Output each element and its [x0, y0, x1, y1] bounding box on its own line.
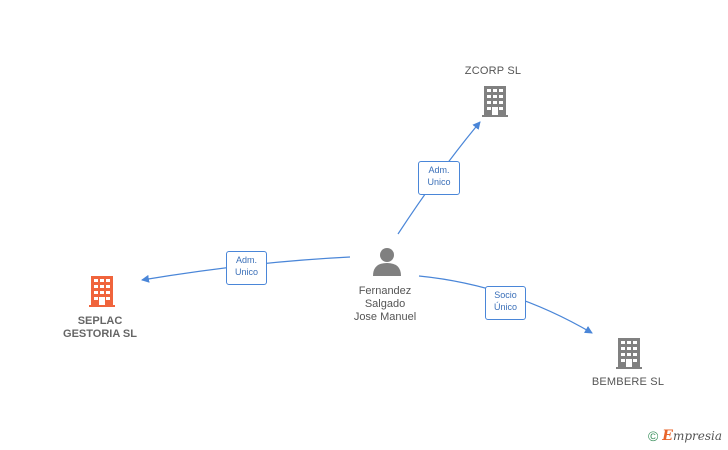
seplac-name-line-1: SEPLAC [77, 315, 123, 327]
edge-zcorp-line-2: Unico [427, 177, 451, 187]
node-label-zcorp[interactable]: ZCORP SL [464, 65, 522, 77]
brand-initial: E [662, 428, 673, 444]
person-name-line-3: Jose Manuel [353, 311, 417, 323]
person-icon[interactable] [373, 248, 401, 276]
edge-seplac-line-2: Unico [234, 267, 258, 277]
building-icon-seplac[interactable] [89, 276, 115, 307]
building-icon-bembere[interactable] [616, 338, 642, 369]
edge-bembere-line-1: Socio [494, 290, 517, 300]
building-icon-zcorp[interactable] [482, 86, 508, 117]
edge-label-seplac[interactable]: Adm. Unico [226, 251, 267, 285]
edge-seplac-line-1: Adm. [235, 255, 257, 265]
edge-zcorp-line-1: Adm. [428, 165, 450, 175]
edge-label-bembere[interactable]: Socio Único [485, 286, 526, 320]
person-name-line-1: Fernandez [358, 285, 412, 297]
brand-rest: mpresia [672, 429, 722, 443]
person-name-line-2: Salgado [364, 298, 406, 310]
node-label-person[interactable]: Fernandez Salgado Jose Manuel [335, 285, 435, 324]
copyright-icon: © [647, 428, 659, 444]
footer-brand: © Empresia [648, 428, 722, 444]
edge-bembere-line-2: Único [493, 302, 517, 312]
edge-label-zcorp[interactable]: Adm. Unico [418, 161, 460, 195]
node-label-bembere[interactable]: BEMBERE SL [591, 376, 665, 388]
seplac-name-line-2: GESTORIA SL [63, 328, 137, 340]
brand-logo[interactable]: Empresia [662, 428, 722, 444]
node-label-seplac[interactable]: SEPLAC GESTORIA SL [50, 315, 150, 341]
